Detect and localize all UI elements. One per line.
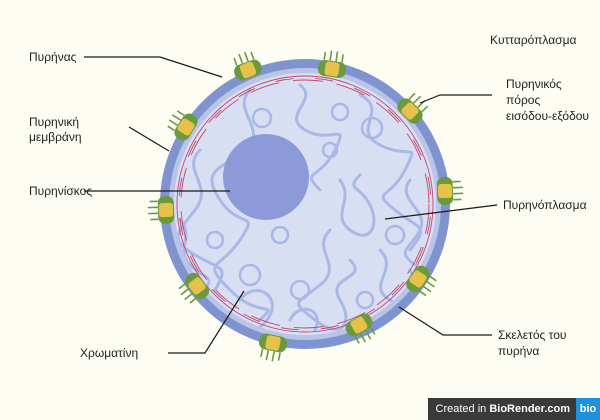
leader-nucleoplasm [384, 204, 498, 220]
leader-membrane [128, 126, 170, 152]
chromatin-loops [205, 102, 406, 310]
nuclear-pore [397, 92, 429, 124]
nuclear-pore [317, 50, 347, 78]
nuclear-pore [178, 272, 210, 304]
label-pore-line2: πόρος [506, 93, 540, 107]
label-nucleoplasm: Πυρηνόπλασμα [503, 198, 587, 212]
label-skeleton-line2: πυρήνα [498, 344, 539, 358]
badge-text: Created in BioRender.com [428, 403, 577, 415]
nuclear-pore [345, 313, 376, 344]
leader-chromatin [168, 290, 245, 354]
nuclear-pore [436, 176, 464, 206]
label-membrane-line1: Πυρηνική [29, 115, 79, 129]
badge-brand: BioRender.com [489, 403, 570, 415]
nucleolus [223, 134, 309, 220]
leader-skeleton [398, 306, 492, 336]
nuclear-pore [233, 51, 262, 81]
nuclear-pore [167, 110, 198, 141]
label-pore-line1: Πυρηνικός [506, 77, 562, 91]
label-membrane-line2: μεμβράνη [29, 130, 82, 144]
label-skeleton-line1: Σκελετός του [498, 328, 566, 342]
nuclear-lamina [176, 75, 434, 333]
label-nucleus: Πυρήνας [29, 50, 77, 64]
nuclear-pores [147, 50, 464, 362]
leader-nucleus [84, 56, 223, 78]
label-chromatin: Χρωματίνη [80, 346, 138, 360]
leader-pore [419, 94, 492, 104]
label-pore-line3: εισόδου-εξόδου [506, 109, 589, 123]
biorender-badge[interactable]: Created in BioRender.com bio [427, 398, 600, 420]
label-nucleolus: Πυρηνίσκος [29, 184, 92, 198]
nuclear-pore [147, 195, 175, 225]
badge-prefix: Created in [435, 403, 490, 415]
nuclear-pore [258, 333, 288, 362]
biorender-logo-icon: bio [576, 398, 600, 420]
label-cytoplasm: Κυτταρόπλασμα [490, 33, 577, 47]
nuclear-pore [406, 265, 437, 297]
